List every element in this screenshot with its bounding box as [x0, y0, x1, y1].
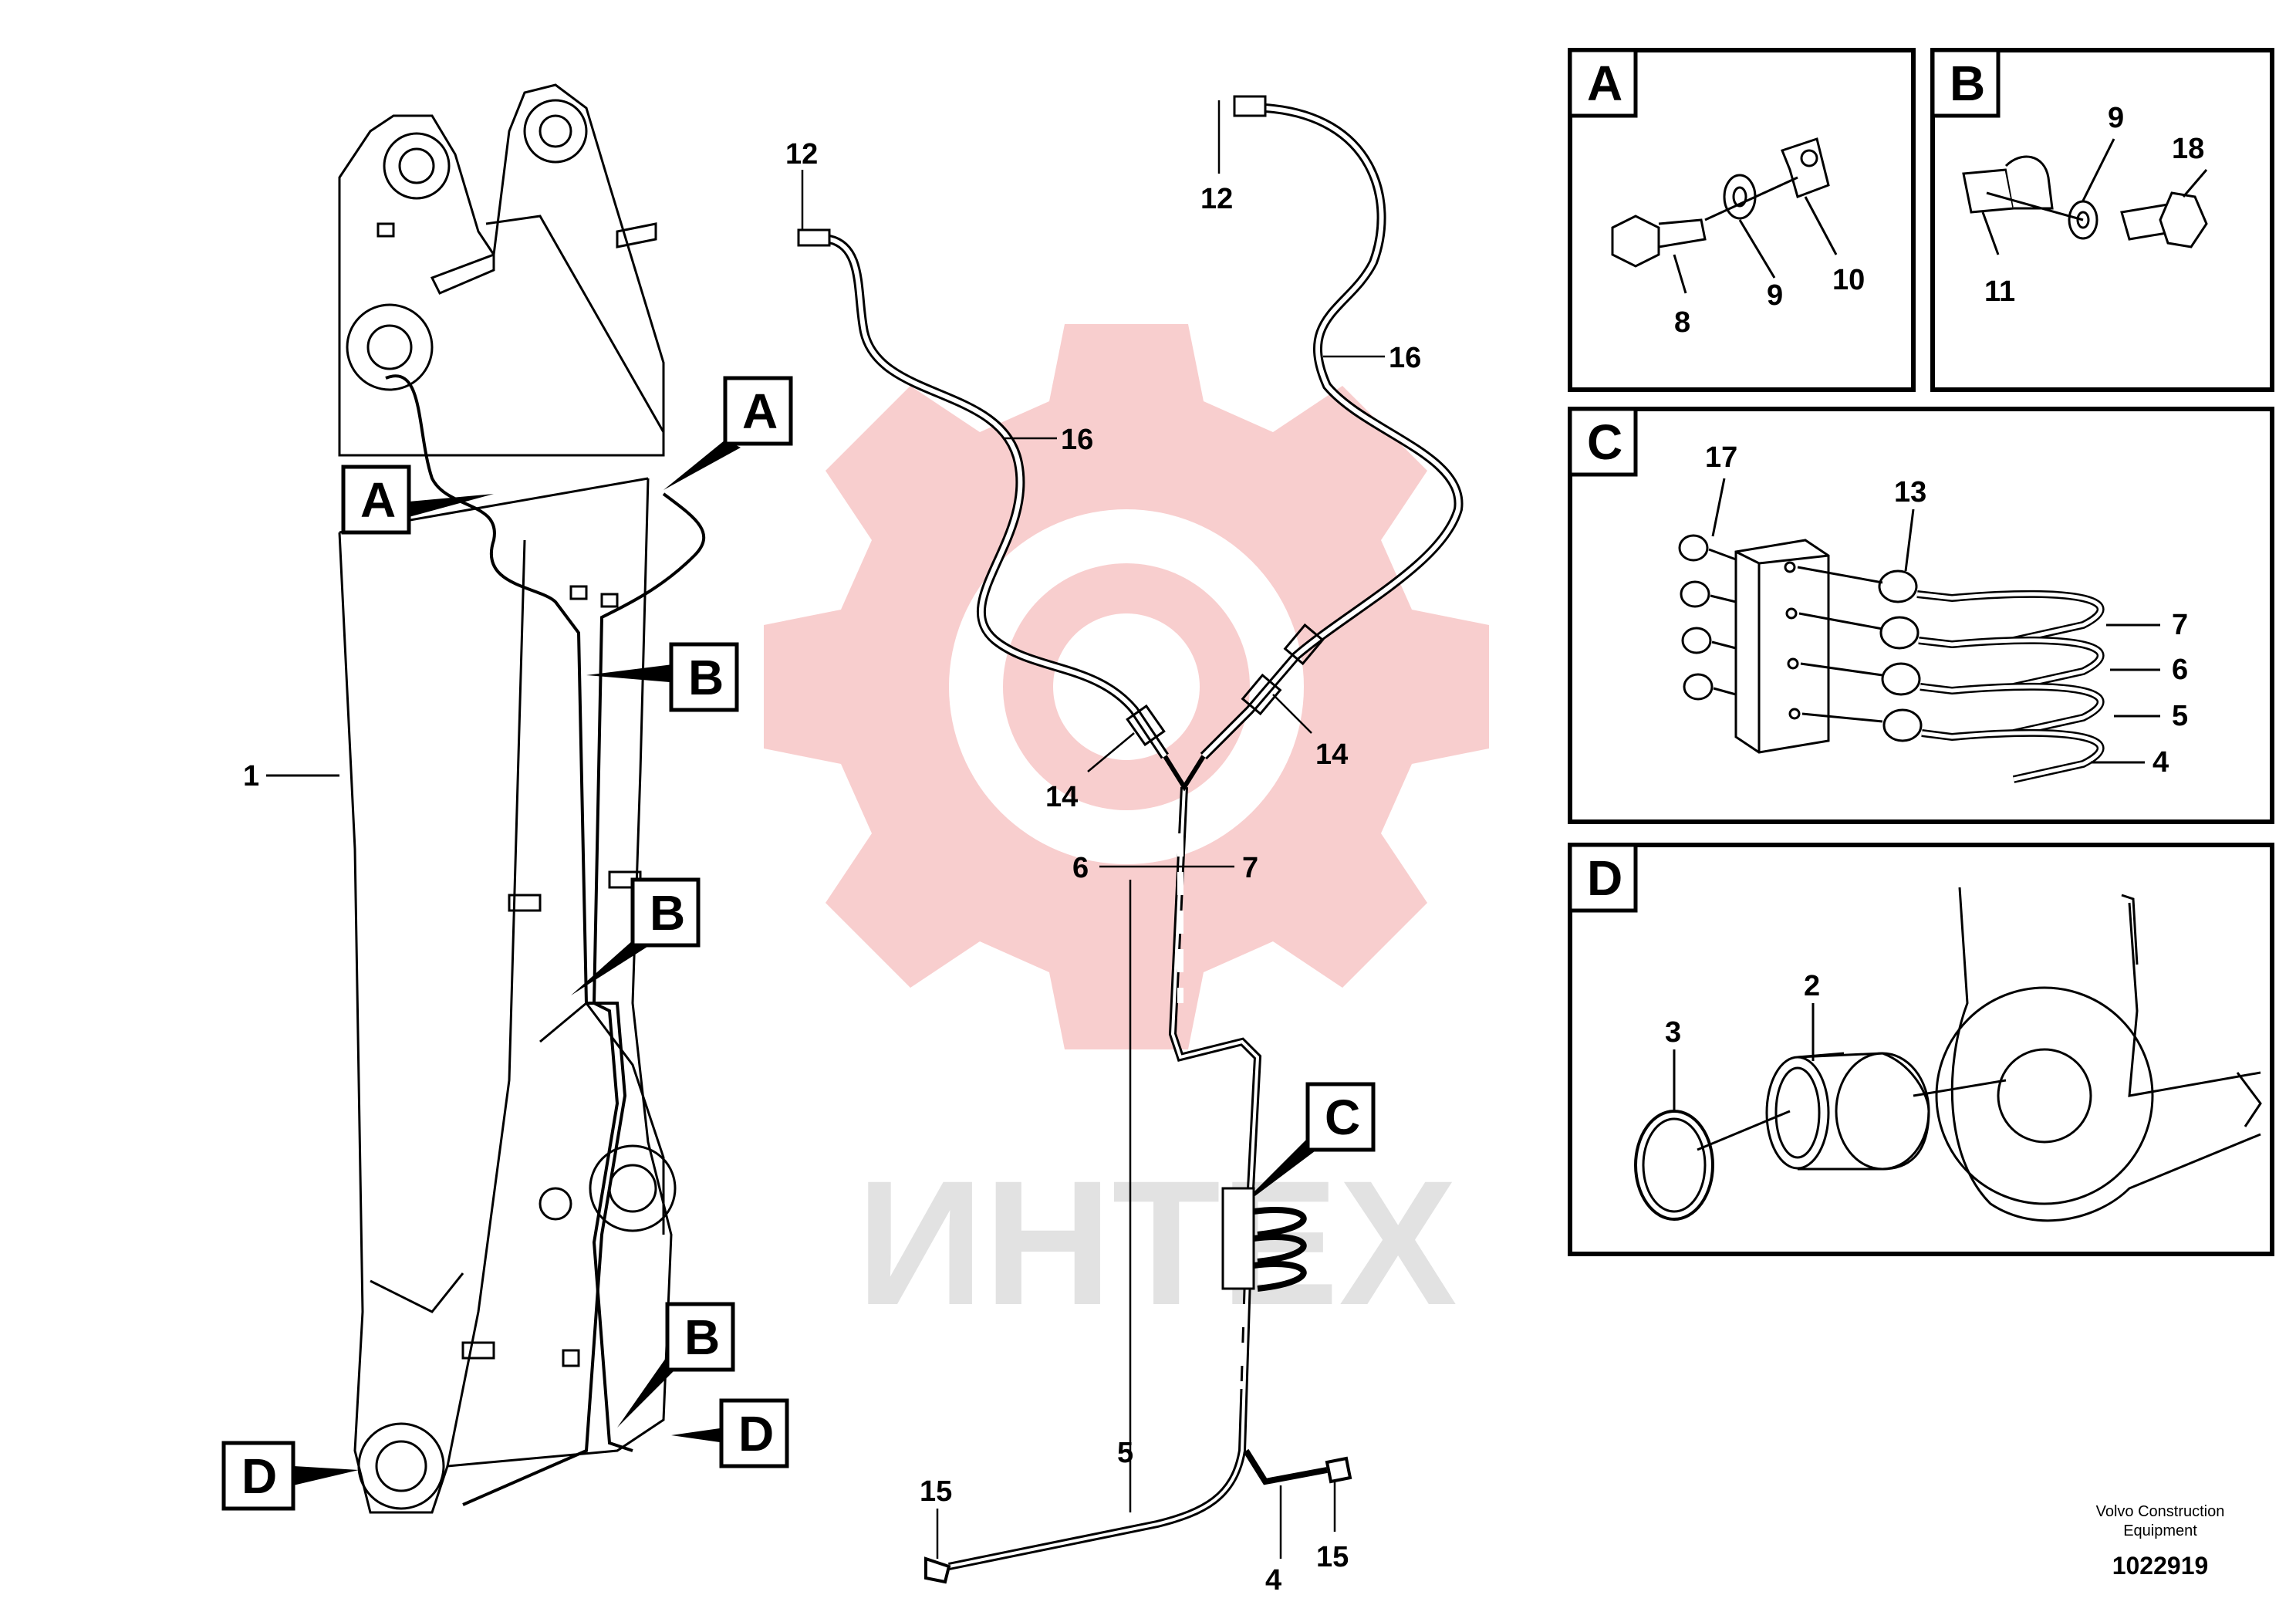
- callout-a-right-label: A: [742, 384, 778, 439]
- label-hose-left: 16: [1061, 424, 1093, 456]
- panel-d-title: D: [1587, 850, 1622, 906]
- detail-panel-a: A 8 9 10: [1568, 48, 1916, 392]
- callout-b-bottom[interactable]: B: [617, 1302, 735, 1428]
- panel-c-label-5: 5: [2172, 700, 2188, 732]
- label-hose-right: 16: [1389, 342, 1421, 374]
- callout-a-right[interactable]: A: [663, 376, 793, 490]
- label-line-4: 4: [1265, 1564, 1281, 1597]
- callout-b-bottom-label: B: [684, 1309, 720, 1365]
- boom-hoses: [385, 374, 706, 1506]
- panel-c-label-17: 17: [1705, 441, 1737, 474]
- boom-label: 1: [243, 760, 339, 792]
- callout-c-label: C: [1325, 1090, 1360, 1145]
- callout-a-left-label: A: [360, 472, 396, 528]
- callout-c[interactable]: C: [1234, 1082, 1376, 1211]
- panel-d-label-3: 3: [1665, 1016, 1681, 1049]
- panel-b-label-18: 18: [2172, 133, 2204, 165]
- callout-d-left-label: D: [241, 1448, 277, 1504]
- label-hose-left-tip: 12: [785, 138, 818, 171]
- panel-c-label-6: 6: [2172, 654, 2188, 686]
- label-nipple-right: 15: [1316, 1541, 1349, 1573]
- label-union-right: 14: [1315, 738, 1348, 771]
- hose-labels: 12 12 16 16 14 14 6 7 5 4 15 15: [785, 100, 1421, 1597]
- callout-b-mid[interactable]: B: [571, 877, 701, 995]
- detail-panel-b: B 9 18 11: [1930, 48, 2274, 392]
- label-union-left: 14: [1045, 781, 1078, 813]
- callout-b-top-label: B: [688, 650, 724, 705]
- boom-drawing: [338, 83, 677, 1514]
- footer-company-line2: Equipment: [2123, 1522, 2197, 1539]
- panel-a-label-10: 10: [1832, 264, 1865, 296]
- callout-d-left[interactable]: D: [221, 1441, 359, 1511]
- footer-drawing-number: 1022919: [2112, 1552, 2209, 1580]
- panel-c-label-13: 13: [1894, 476, 1926, 509]
- hose-assembly: [797, 95, 1464, 1584]
- panel-b-label-11: 11: [1984, 275, 2015, 308]
- label-line-7: 7: [1242, 852, 1258, 884]
- label-line-6: 6: [1072, 852, 1089, 884]
- footer-company-line1: Volvo Construction: [2096, 1503, 2225, 1520]
- gear-watermark-icon: [764, 324, 1489, 1049]
- watermark: ИНТЕХ: [764, 324, 1489, 1342]
- panel-b-title: B: [1950, 56, 1985, 111]
- detail-panel-d: D 3 2: [1568, 843, 2274, 1256]
- panel-a-label-9: 9: [1767, 279, 1783, 312]
- watermark-text: ИНТЕХ: [856, 1144, 1457, 1342]
- panel-c-title: C: [1587, 414, 1622, 470]
- detail-panel-c: C: [1568, 407, 2274, 824]
- panel-c-label-7: 7: [2172, 609, 2188, 641]
- boom-label-text: 1: [243, 760, 259, 792]
- panel-d-label-2: 2: [1804, 970, 1820, 1002]
- callout-b-top[interactable]: B: [586, 642, 739, 712]
- panel-b-label-9: 9: [2108, 102, 2124, 134]
- footer: Volvo Construction Equipment 1022919: [2096, 1503, 2225, 1580]
- callout-a-left[interactable]: A: [341, 465, 494, 535]
- label-line-5: 5: [1117, 1437, 1133, 1469]
- callout-d-right-label: D: [738, 1406, 774, 1461]
- panel-a-title: A: [1587, 56, 1622, 111]
- panel-a-label-8: 8: [1674, 306, 1690, 339]
- callout-b-mid-label: B: [650, 885, 685, 941]
- label-hose-right-tip: 12: [1200, 183, 1233, 215]
- panel-c-label-4: 4: [2152, 746, 2169, 779]
- label-nipple-left: 15: [920, 1475, 952, 1508]
- boom-callouts: A A B B B C D: [221, 376, 1376, 1511]
- callout-d-right[interactable]: D: [671, 1398, 789, 1468]
